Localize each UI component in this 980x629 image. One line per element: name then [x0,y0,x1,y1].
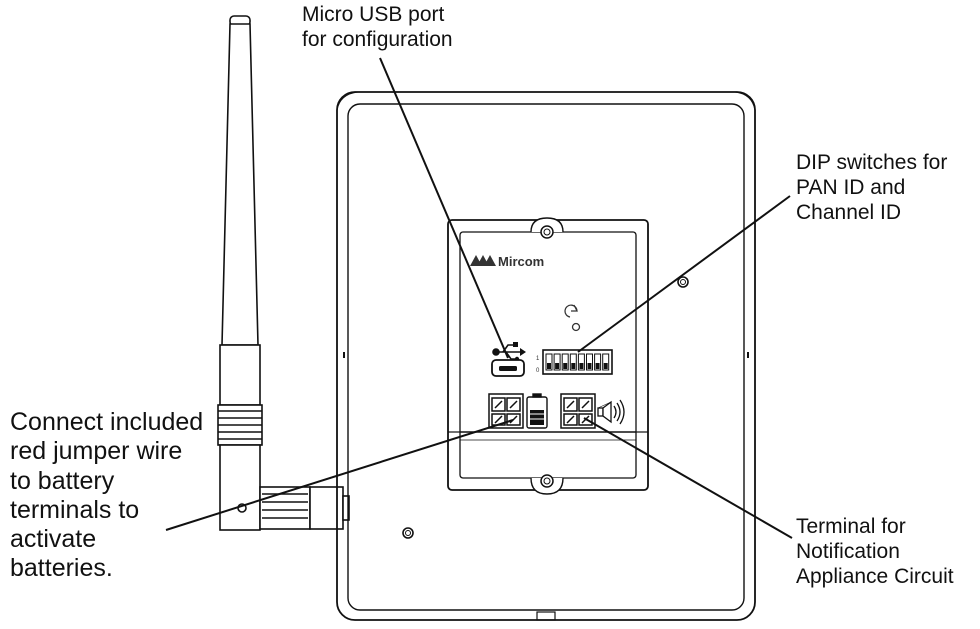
jumper-leader-line [165,419,514,531]
enclosure [336,91,756,621]
brand-name: Mircom [498,254,544,269]
callout-line: Appliance Circuit [796,565,954,589]
dip-switch-knob [603,363,608,369]
dip-leader-line [577,195,791,353]
dip-switch-knob [587,363,592,369]
dip-switch-knob [555,363,560,369]
dip-switches [545,353,610,371]
callout-line: batteries. [10,554,113,583]
dip-switch[interactable] [569,353,577,371]
usb-icon [492,342,526,362]
callout-line: to battery [10,466,115,495]
callout-line: terminals to [10,495,140,524]
callout-line: Notification [796,540,900,564]
dip-row-label: 0 [536,368,540,374]
nac-terminal-block[interactable] [560,393,596,429]
micro-usb-port[interactable] [491,359,525,377]
usb-leader-line [379,57,509,359]
terminal-leader-line [583,417,793,539]
dip-switch-callout: DIP switches for PAN ID and Channel ID [796,150,947,226]
battery-terminal-block[interactable] [488,393,524,429]
dip-switch[interactable] [602,353,610,371]
mircom-logo-icon [470,255,496,266]
dip-switch[interactable] [594,353,602,371]
callout-line: Micro USB port [302,3,445,26]
callout-line: PAN ID and [796,176,906,200]
callout-line: Connect included [10,408,204,436]
dip-switch[interactable] [586,353,593,371]
dip-switch[interactable] [553,353,561,371]
callout-line: red jumper wire [10,437,183,466]
dip-switch-knob [595,363,600,369]
nac-terminal-callout: Terminal for Notification Appliance Circ… [796,514,954,590]
callout-line: Channel ID [796,201,902,225]
dip-switch[interactable] [545,353,553,371]
battery-icon [526,393,548,429]
dip-switch-knob [571,363,576,369]
refresh-icon [564,304,581,332]
antenna [217,15,350,531]
inner-module [447,217,649,495]
jumper-wire-callout: Connect included red jumper wire to batt… [10,408,203,584]
leader-lines [165,57,793,539]
callout-line: activate [10,525,97,553]
dip-switch-knob [579,363,584,369]
callout-line: Terminal for [796,515,906,538]
dip-switch-knob [563,363,568,369]
dip-switch[interactable] [577,353,585,371]
dip-switch-block[interactable] [542,349,613,375]
dip-switch[interactable] [561,353,569,371]
speaker-icon [597,399,625,425]
dip-switch-knob [547,363,551,369]
micro-usb-callout: Micro USB port for configuration [302,2,453,52]
dip-row-label: 1 [536,356,540,362]
callout-line: DIP switches for [796,151,948,174]
callout-line: for configuration [302,28,453,52]
